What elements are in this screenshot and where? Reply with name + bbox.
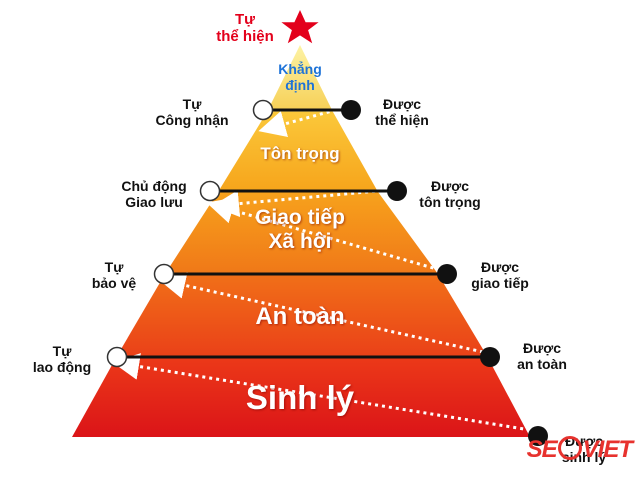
right-label-duoc-giao-tiep: Được giao tiếp bbox=[458, 259, 542, 291]
right-label-line: an toàn bbox=[517, 355, 567, 372]
start-circle bbox=[252, 99, 274, 121]
tier-an-toan bbox=[117, 274, 487, 356]
end-circle bbox=[387, 181, 407, 201]
right-label-line: Được bbox=[431, 178, 469, 194]
tier-label-an-toan: An toàn bbox=[220, 303, 380, 331]
start-circle bbox=[106, 346, 128, 368]
left-label-line: Tự bbox=[104, 259, 124, 275]
left-label-line: Chủ động bbox=[121, 178, 187, 194]
left-label-tu-bao-ve: Tự bảo vệ bbox=[74, 259, 154, 291]
tier-label-ton-trong: Tôn trọng bbox=[240, 144, 360, 163]
right-label-line: Được bbox=[481, 259, 519, 275]
left-label-tu-lao-dong: Tự lao động bbox=[22, 343, 102, 375]
star-icon bbox=[281, 10, 319, 44]
left-label-line: Tự bbox=[52, 343, 72, 359]
tier-label-line: Tôn trọng bbox=[260, 144, 340, 163]
tier-label-line: An toàn bbox=[255, 303, 345, 330]
logo-ring-icon bbox=[557, 436, 582, 460]
tip-label: Khẳng định bbox=[270, 61, 330, 93]
left-label-line: Công nhận bbox=[155, 111, 229, 128]
tip-label-line: Khẳng bbox=[278, 61, 322, 77]
right-label-line: tôn trọng bbox=[419, 193, 481, 210]
right-label-line: Được bbox=[383, 96, 421, 112]
tip-label-line: định bbox=[285, 76, 315, 93]
dotted-arrow bbox=[258, 106, 344, 138]
tier-label-line: Xã hội bbox=[268, 229, 332, 253]
tier-label-line: Sinh lý bbox=[245, 379, 355, 416]
tier-khang-dinh bbox=[267, 45, 333, 112]
star-label-line: thể hiện bbox=[216, 27, 274, 45]
seoviet-logo: SE VIET bbox=[526, 436, 633, 464]
star-label-line: Tự bbox=[234, 11, 256, 28]
start-circle bbox=[153, 263, 175, 285]
right-label-duoc-ton-trong: Được tôn trọng bbox=[408, 178, 492, 210]
left-label-line: Giao lưu bbox=[125, 193, 183, 210]
end-circle bbox=[480, 347, 500, 367]
tier-label-line: Giao tiếp bbox=[255, 206, 345, 229]
dotted-arrow bbox=[158, 272, 484, 354]
left-label-line: lao động bbox=[32, 358, 92, 375]
end-circle bbox=[341, 100, 361, 120]
right-label-line: thể hiện bbox=[375, 111, 429, 128]
left-label-chu-dong: Chủ động Giao lưu bbox=[110, 178, 198, 210]
end-circle bbox=[528, 426, 548, 446]
tier-label-giao-tiep: Giao tiếp Xã hội bbox=[220, 206, 380, 253]
star-label: Tự thể hiện bbox=[205, 11, 285, 46]
start-circle bbox=[199, 180, 221, 202]
right-label-line: giao tiếp bbox=[471, 274, 529, 291]
right-label-duoc-the-hien: Được thể hiện bbox=[362, 96, 442, 128]
logo-text-left: SE bbox=[526, 436, 558, 463]
left-label-line: bảo vệ bbox=[91, 274, 137, 291]
right-label-line: Được bbox=[523, 340, 561, 356]
end-circle bbox=[437, 264, 457, 284]
dotted-arrow bbox=[112, 353, 531, 432]
logo-text-right: VIET bbox=[582, 436, 633, 463]
left-label-line: Tự bbox=[182, 96, 202, 112]
tier-label-sinh-ly: Sinh lý bbox=[200, 379, 400, 417]
right-label-duoc-an-toan: Được an toàn bbox=[502, 340, 582, 372]
tier-sinh-ly bbox=[72, 356, 530, 437]
tier-ton-trong bbox=[218, 112, 378, 192]
left-label-tu-cong-nhan: Tự Công nhận bbox=[140, 96, 244, 128]
